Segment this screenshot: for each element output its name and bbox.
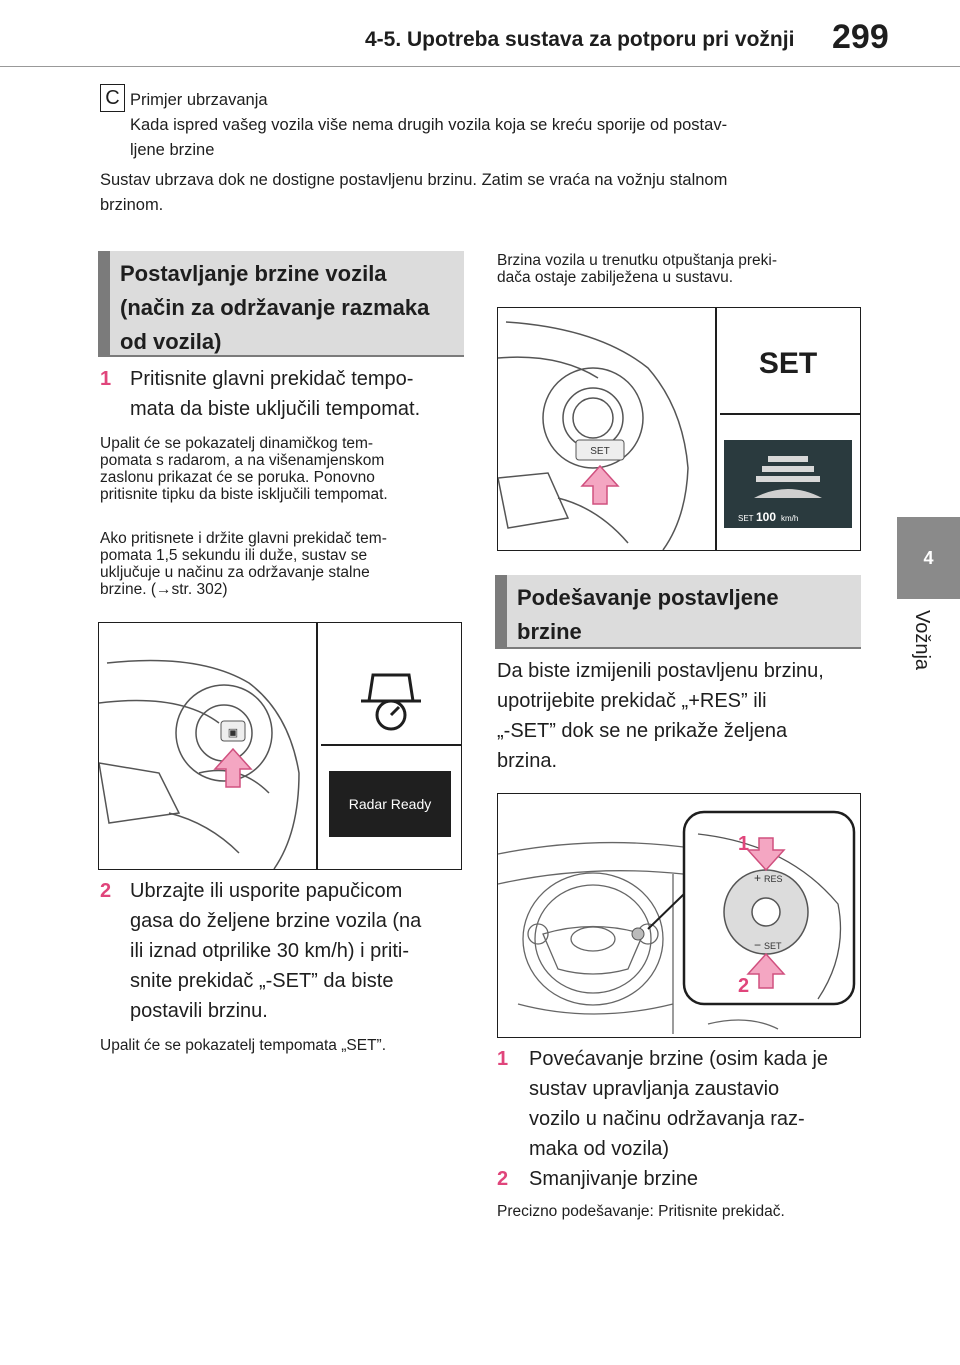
figure-res-set-switch: + RES − SET 1 2 [497,793,861,1038]
step2-text-cont: gasa do željene brzine vozila (na [130,910,422,932]
note-line: Brzina vozila u trenutku otpuštanja prek… [497,252,778,269]
steering-wheel-illustration: ▣ [99,623,461,869]
pointer-arrow-icon [213,747,253,788]
header-rule [0,66,960,67]
figure-marker: C [100,84,125,112]
page-number: 299 [832,18,889,56]
body-text: Da biste izmijenili postavljenu brzinu, [497,660,824,682]
note-line: zaslonu prikazat će se poruka. Ponovno [100,469,375,486]
step-number: 2 [100,880,112,902]
callout-2: 2 [738,975,749,997]
note-line: Precizno podešavanje: Pritisnite prekida… [497,1203,785,1220]
item1-text-cont: vozilo u načinu održavanja raz- [529,1108,805,1130]
svg-text:▣: ▣ [228,727,238,739]
intro-title: Primjer ubrzavanja [130,91,268,109]
note-line: pomata s radarom, a na višenamjenskom [100,452,385,469]
note-line: pritisnite tipku da biste isključili tem… [100,486,388,503]
step2-text-cont: postavili brzinu. [130,1000,268,1022]
svg-text:−: − [754,938,761,952]
body-text: upotrijebite prekidač „+RES” ili [497,690,767,712]
radar-cruise-icon [361,673,421,731]
chapter-label: Vožnja [911,610,933,671]
section-title: 4-5. Upotreba sustava za potporu pri vož… [365,28,795,51]
heading-line: Podešavanje postavljene [517,585,779,610]
intro-desc: Kada ispred vašeg vozila više nema drugi… [130,116,728,134]
step1-text: Pritisnite glavni prekidač tempo- [130,368,414,390]
item1-text: Povećavanje brzine (osim kada je [529,1048,829,1070]
step2-text-cont: snite prekidač „-SET” da biste [130,970,394,992]
speed-value: 100 [756,510,776,524]
note-line: pomata 1,5 sekundu ili duže, sustav se [100,547,368,564]
item1-text-cont: sustav upravljanja zaustavio [529,1078,780,1100]
note-line: Ako pritisnete i držite glavni prekidač … [100,530,387,547]
intro-para: Sustav ubrzava dok ne dostigne postavlje… [100,171,728,189]
callout-1: 1 [738,833,749,855]
heading-line: brzine [517,619,582,644]
intro-desc-cont: ljene brzine [130,141,215,159]
note-line: Upalit će se pokazatelj dinamičkog tem- [100,435,374,452]
section-heading-speed-setting: Postavljanje brzine vozila (način za odr… [98,251,464,357]
speed-unit: km/h [781,514,798,523]
cockpit-illustration: + RES − SET 1 2 [498,810,856,1034]
section-heading-adjust-speed: Podešavanje postavljene brzine [495,575,861,649]
svg-text:+: + [754,871,761,885]
body-text: brzina. [497,750,558,772]
chapter-number: 4 [923,547,934,568]
item-number: 1 [497,1048,509,1070]
radar-ready-text: Radar Ready [348,796,432,812]
set-label: SET [764,941,782,951]
display-radar-ready: Radar Ready [329,771,451,837]
step1-text-cont: mata da biste uključili tempomat. [130,398,421,420]
chapter-tab: 4 [897,517,960,599]
figure-set-switch: SET SET SET 100 km/h [497,307,861,551]
steering-wheel-illustration: SET SET SET 100 km/h [498,308,860,550]
step2-text: Ubrzajte ili usporite papučicom [130,880,403,902]
note-line: Upalit će se pokazatelj tempomata „SET”. [100,1037,387,1054]
heading-line: od vozila) [120,329,222,354]
figure-main-switch: ▣ Radar Ready [98,622,462,870]
set-button-label: SET [590,446,609,457]
pointer-arrow-icon [580,464,620,505]
item-number: 2 [497,1168,509,1190]
speed-label: SET [738,514,754,523]
note-line: brzine. (→str. 302) [100,581,228,598]
decrease-arrow-icon [746,952,786,989]
body-text: „-SET” dok se ne prikaže željena [497,720,788,742]
note-line: uključuje u načinu za održavanje stalne [100,564,370,581]
increase-arrow-icon [746,837,786,872]
heading-line: Postavljanje brzine vozila [120,261,387,286]
item1-text-cont: maka od vozila) [529,1138,670,1160]
step2-text-cont: ili iznad otprilike 30 km/h) i priti- [130,940,409,962]
note-line: dača ostaje zabilježena u sustavu. [497,269,734,286]
item2-text: Smanjivanje brzine [529,1168,698,1190]
step-number: 1 [100,368,112,390]
res-label: RES [764,874,783,884]
intro-para-cont: brzinom. [100,196,164,214]
heading-line: (način za održavanje razmaka [120,295,430,320]
set-indicator-text: SET [759,347,817,380]
